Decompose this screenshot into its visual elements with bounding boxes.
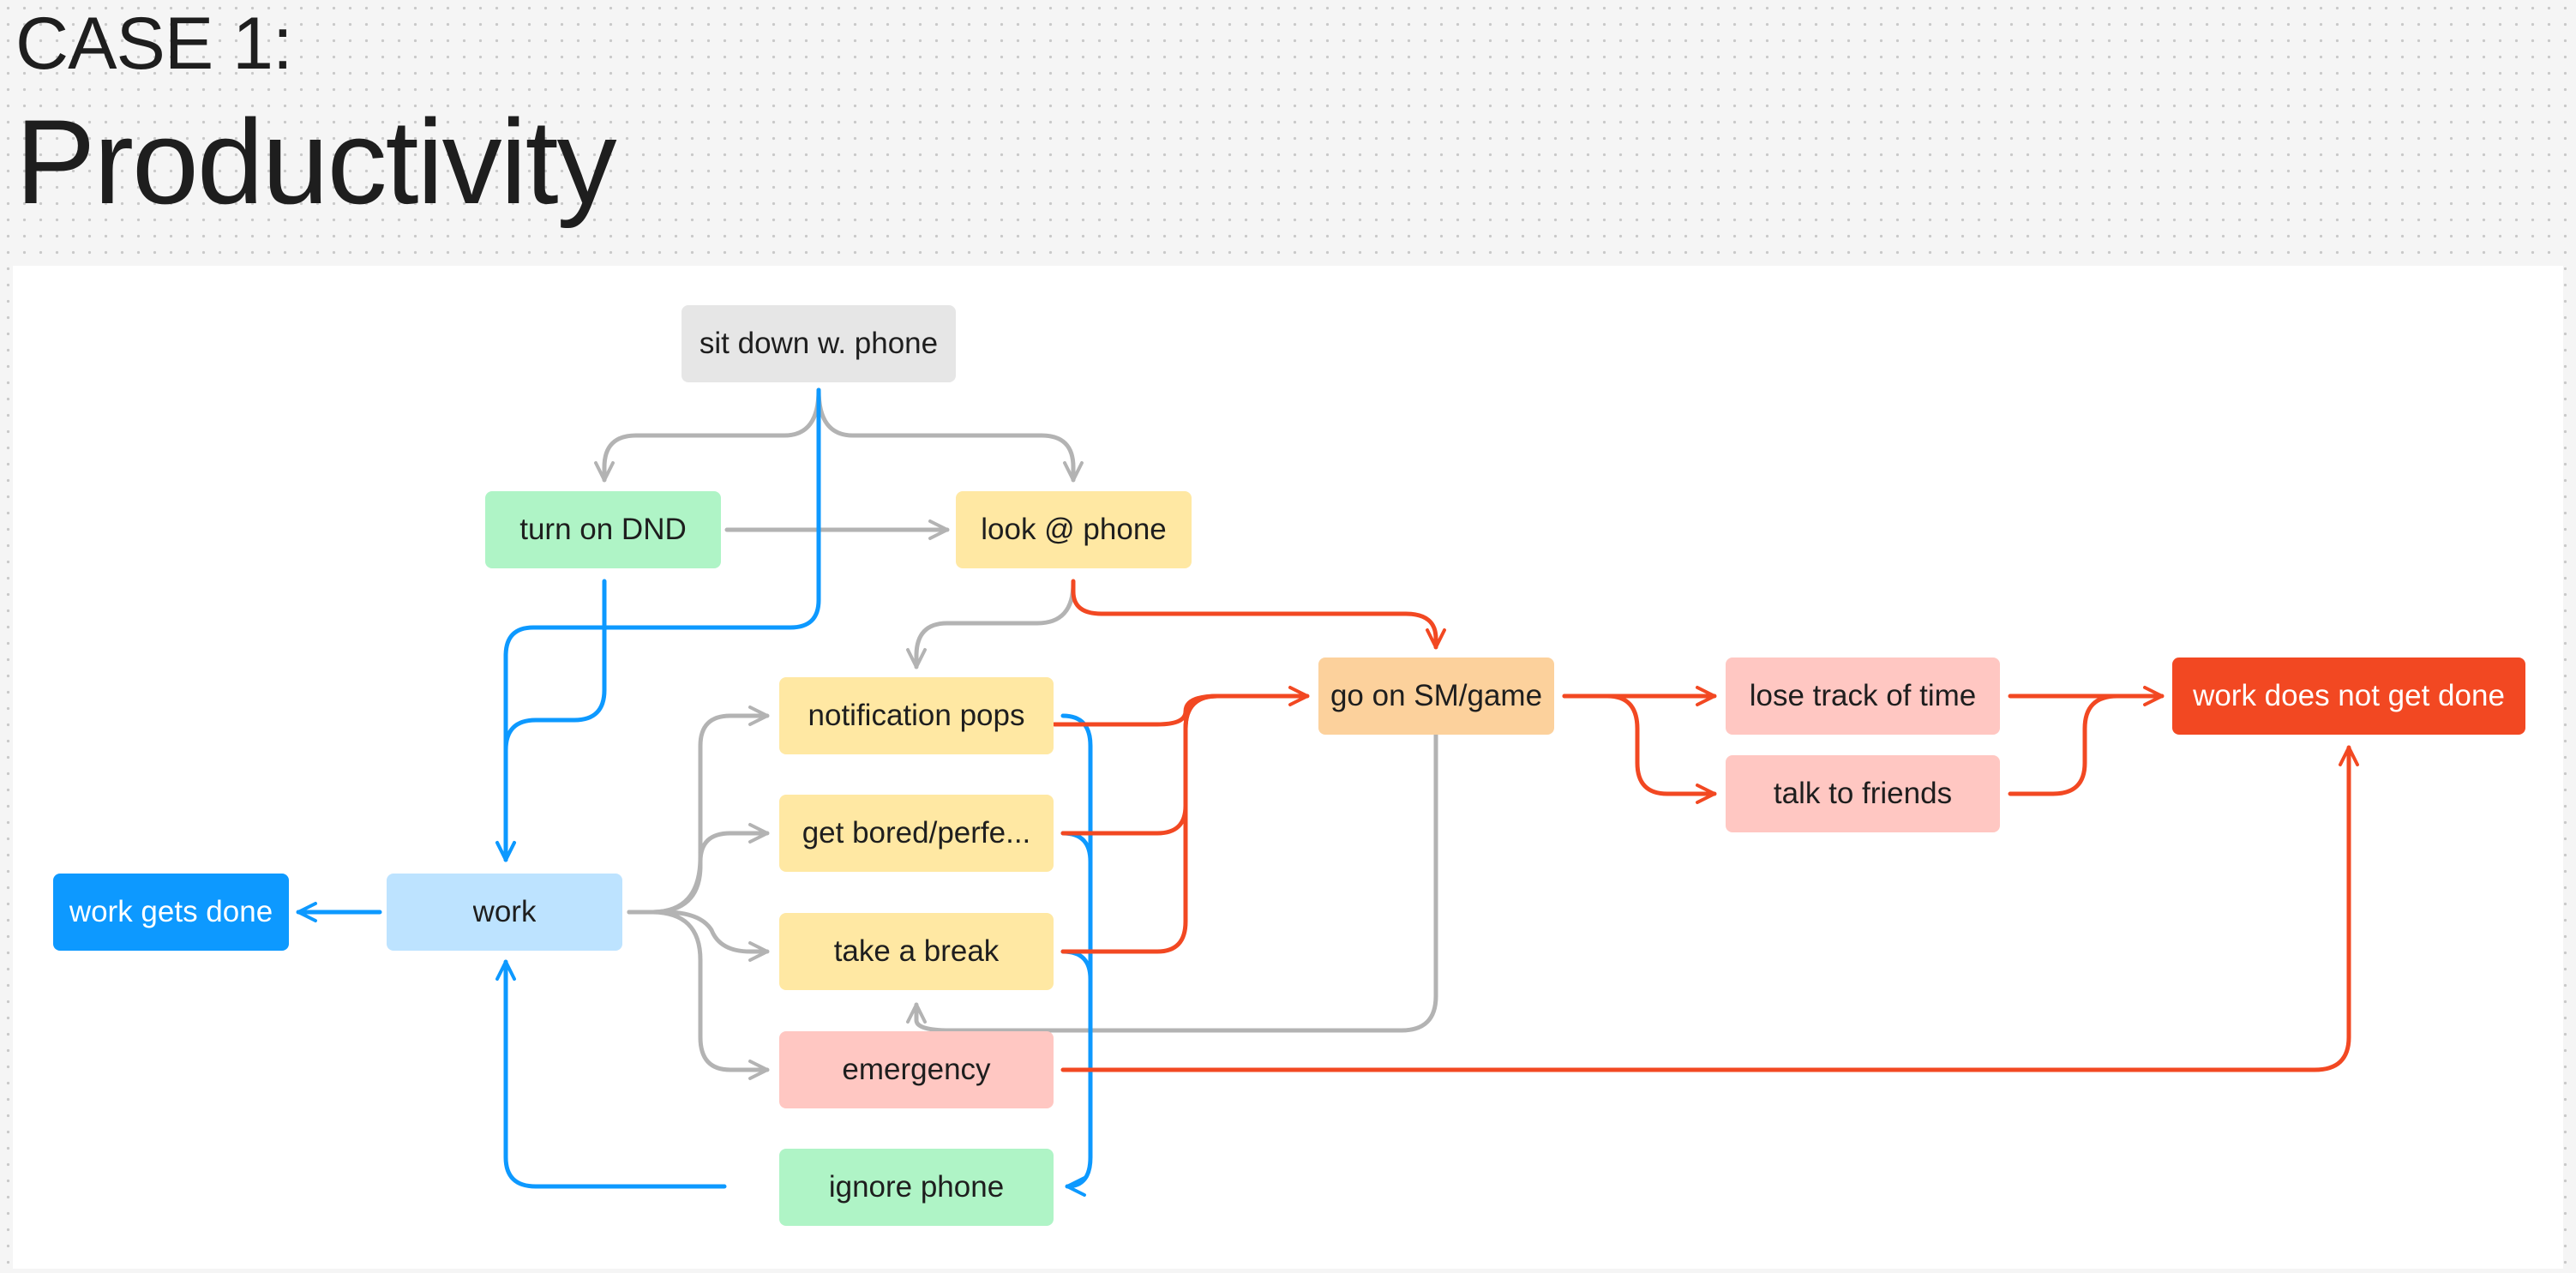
connector-work-to-bored (627, 823, 770, 915)
node-emergency[interactable]: emergency (779, 1031, 1054, 1108)
node-label: ignore phone (828, 1170, 1005, 1204)
node-label: talk to friends (1773, 777, 1953, 810)
node-notification-pops[interactable]: notification pops (779, 677, 1054, 754)
node-label: notification pops (808, 699, 1025, 732)
connector-notification-to-smgame (1052, 686, 1310, 727)
node-work-gets-done[interactable]: work gets done (53, 874, 289, 951)
connector-ignore-to-work (495, 959, 727, 1189)
node-work-does-not-get-done[interactable]: work does not get done (2172, 658, 2525, 735)
node-label: work gets done (69, 895, 273, 928)
node-label: turn on DND (519, 513, 687, 546)
connector-talk-to-notdone (2008, 694, 2120, 796)
connector-smgame-to-talk (1562, 694, 1717, 804)
node-sit-down-with-phone[interactable]: sit down w. phone (682, 305, 956, 382)
node-label: work does not get done (2193, 679, 2505, 712)
case-label: CASE 1: (15, 3, 293, 85)
node-turn-on-dnd[interactable]: turn on DND (485, 491, 721, 568)
node-label: sit down w. phone (699, 327, 939, 360)
node-label: lose track of time (1749, 679, 1977, 712)
node-label: emergency (842, 1053, 991, 1086)
node-go-on-sm-game[interactable]: go on SM/game (1318, 658, 1554, 735)
page-title: Productivity (15, 94, 617, 229)
node-talk-to-friends[interactable]: talk to friends (1726, 755, 2000, 832)
node-ignore-phone[interactable]: ignore phone (779, 1149, 1054, 1226)
connector-break-to-ignore (1060, 949, 1093, 982)
connector-work-to-emergency (627, 910, 770, 1080)
node-label: work (472, 895, 537, 928)
diagram-board (13, 266, 2563, 1269)
connector-sitdown-to-lookphone (816, 387, 1084, 483)
connector-smgame-to-break (906, 730, 1438, 1033)
node-label: get bored/perfe... (802, 816, 1031, 850)
node-get-bored[interactable]: get bored/perfe... (779, 795, 1054, 872)
connector-dnd-to-work (495, 579, 607, 862)
node-take-a-break[interactable]: take a break (779, 913, 1054, 990)
node-look-at-phone[interactable]: look @ phone (956, 491, 1192, 568)
connector-bored-to-smgame (1060, 694, 1220, 836)
node-label: take a break (833, 934, 1000, 968)
connector-bored-to-ignore (1060, 831, 1093, 864)
connector-sitdown-to-dnd (594, 387, 821, 483)
connector-break-to-smgame (1060, 694, 1220, 954)
node-label: go on SM/game (1330, 679, 1543, 712)
connector-lookphone-to-smgame (1071, 579, 1446, 650)
connector-sitdown-to-work (495, 387, 821, 862)
connector-lookphone-to-notification (906, 580, 1076, 670)
node-label: look @ phone (981, 513, 1167, 546)
node-lose-track-of-time[interactable]: lose track of time (1726, 658, 2000, 735)
connector-work-to-break (627, 910, 770, 962)
connector-emergency-to-notdone (1060, 745, 2359, 1072)
node-work[interactable]: work (387, 874, 622, 951)
